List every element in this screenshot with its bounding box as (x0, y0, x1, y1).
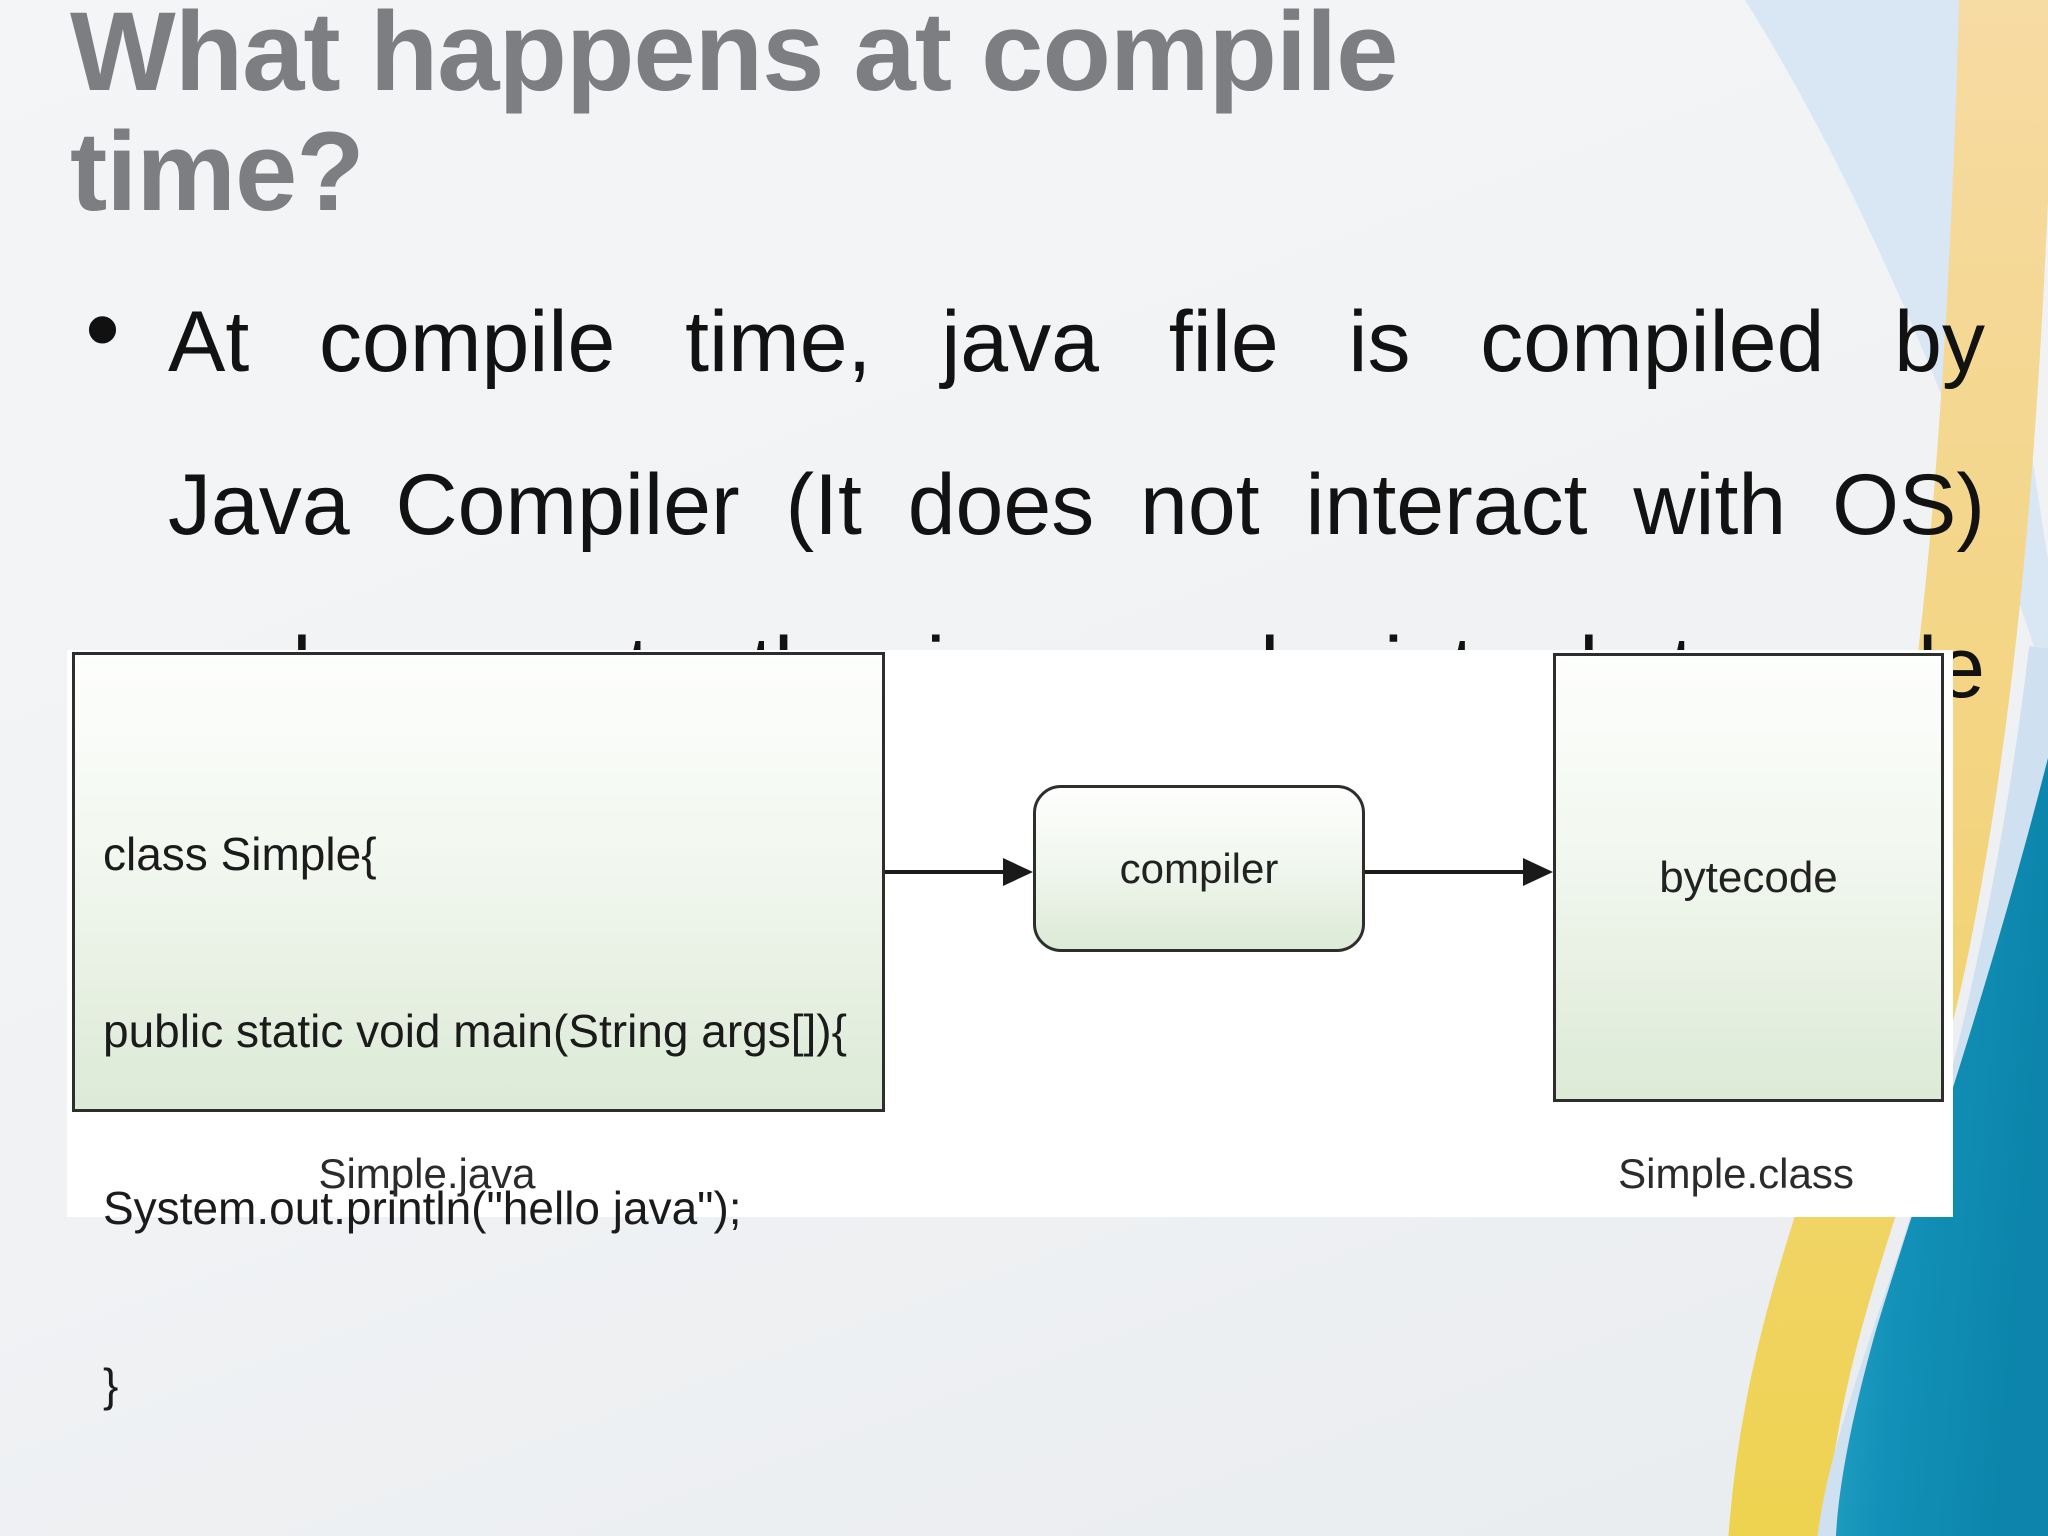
source-file-label: Simple.java (318, 1150, 536, 1197)
bullet-text-line-2: Java Compiler (It does not interact with… (168, 457, 1985, 553)
compilation-diagram: class Simple{ public static void main(St… (67, 650, 1953, 1411)
slide-title: What happens at compile time? (70, 0, 1398, 234)
bullet-marker: • (85, 273, 121, 385)
code-line: System.out.println("hello java"); (103, 1182, 742, 1234)
code-line: } (103, 1359, 119, 1411)
bullet-text-line-1: At compile time, java file is compiled b… (168, 294, 1985, 390)
java-source-code: class Simple{ public static void main(St… (75, 655, 882, 1536)
flow-arrows (885, 858, 1553, 886)
source-code-box: class Simple{ public static void main(St… (72, 652, 885, 1411)
compiler-box-label: compiler (1119, 844, 1279, 892)
code-line: public static void main(String args[]){ (103, 1005, 847, 1057)
bytecode-box-label: bytecode (1659, 852, 1838, 902)
code-line: class Simple{ (103, 828, 377, 880)
arrowhead-compiler-to-bytecode (1523, 858, 1553, 886)
bytecode-box: bytecode (1553, 653, 1944, 1102)
compiler-box: compiler (1033, 785, 1365, 952)
arrowhead-source-to-compiler (1003, 858, 1033, 886)
output-file-label: Simple.class (1618, 1150, 1854, 1197)
